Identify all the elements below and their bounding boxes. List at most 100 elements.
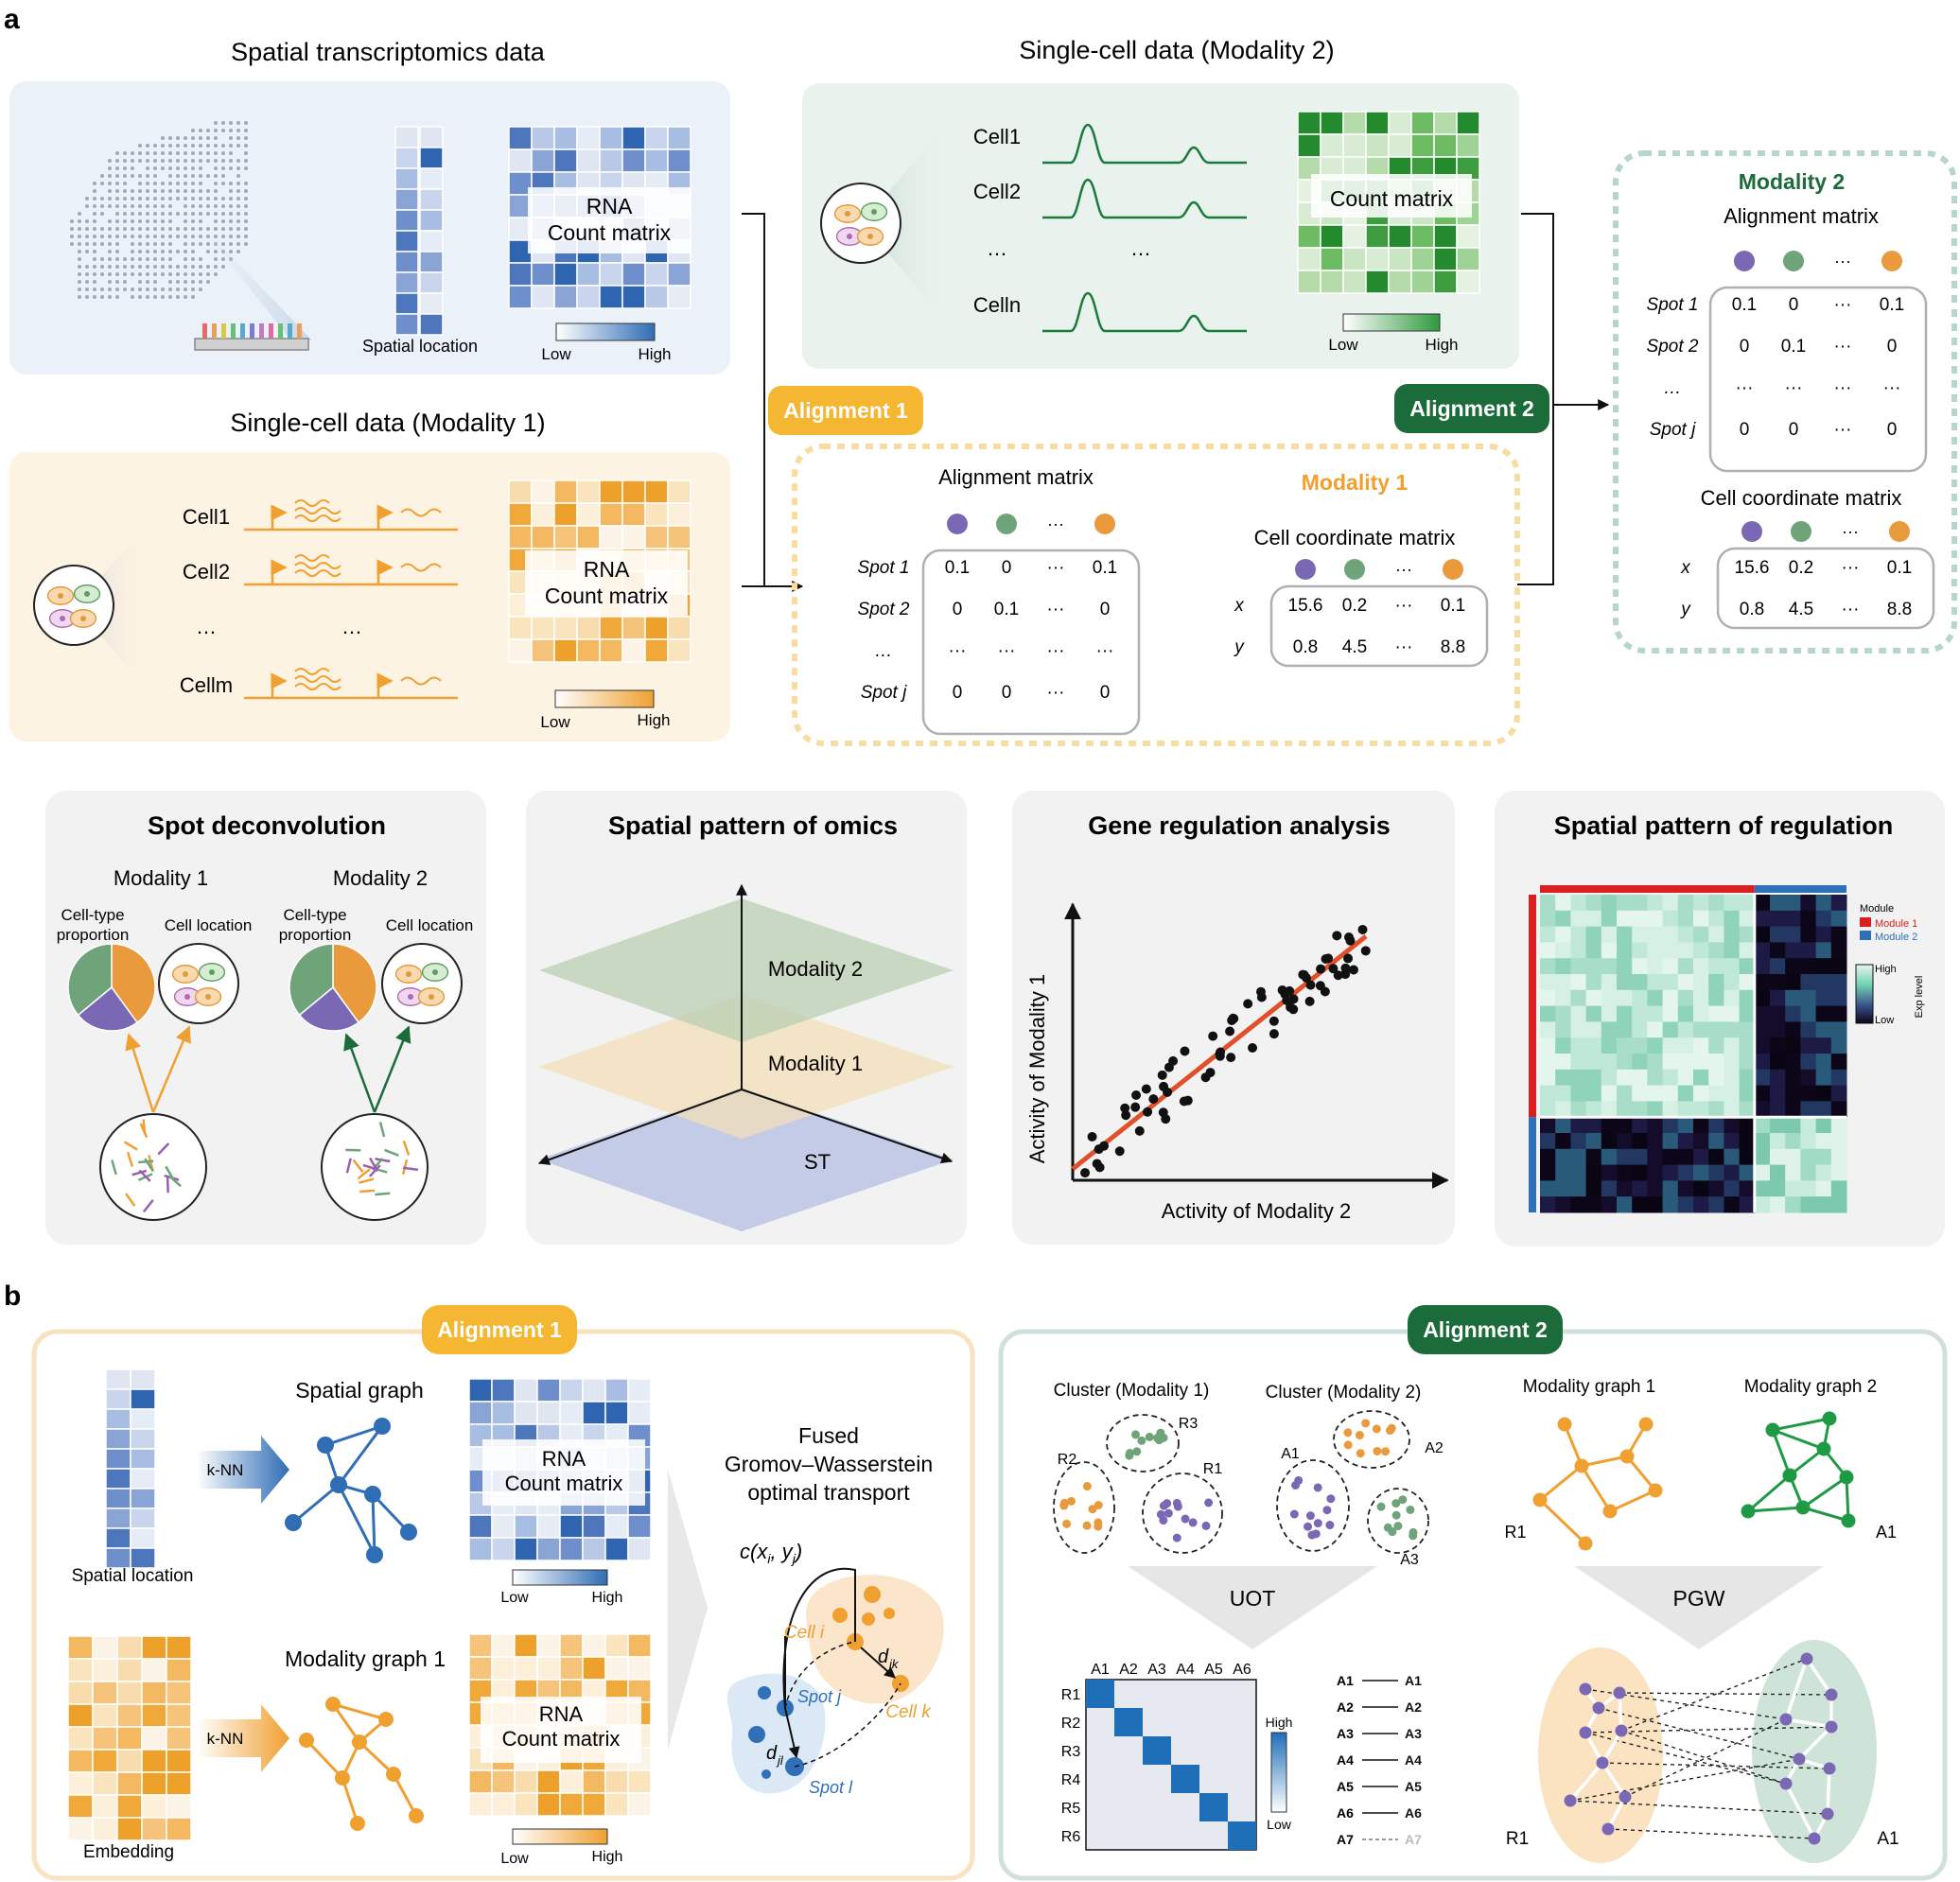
cluster-point (1201, 1521, 1211, 1530)
b-sc-colorbar (512, 1828, 608, 1845)
spot-read (359, 1189, 376, 1194)
tss-arrow (271, 559, 288, 584)
uot-diag-cell (1143, 1736, 1171, 1765)
tissue-spot (191, 129, 195, 132)
scatter-point (1080, 1168, 1091, 1178)
tissue-spot (168, 189, 172, 193)
sc2-matrix-label-bg (1311, 174, 1472, 218)
tissue-spot (100, 227, 104, 231)
uot-row-label: R6 (1061, 1829, 1081, 1845)
graph-node (317, 1437, 334, 1454)
heatmap-cell (1555, 910, 1571, 928)
b-st-low: Low (500, 1590, 529, 1606)
st-matrix-cell (599, 285, 623, 309)
heatmap-cell (1585, 1101, 1602, 1118)
b-st-matrix-cell (514, 1378, 538, 1403)
tissue-spot (176, 136, 180, 140)
heatmap-cell (1677, 1085, 1694, 1102)
scatter-point (1248, 1042, 1258, 1053)
b-fgw-2: Gromov–Wasserstein (725, 1452, 933, 1476)
heatmap-cell (1601, 1164, 1618, 1181)
b-st-matrix-cell (604, 1537, 629, 1561)
heatmap-cell (1830, 910, 1847, 928)
b-embedding-cell (67, 1794, 94, 1819)
heatmap-cell (1617, 910, 1633, 928)
spot-read (138, 1169, 151, 1182)
tissue-spot (199, 242, 202, 246)
b-sc-matrix-cell (536, 1656, 561, 1681)
tissue-spot (168, 257, 172, 261)
spot-deconv-prop2-b: proportion (279, 926, 352, 944)
heatmap-cell (1601, 895, 1618, 912)
tissue-spot (229, 219, 233, 223)
coord-axis: x (1680, 558, 1691, 578)
tissue-spot (78, 235, 81, 238)
spot-read (142, 1199, 154, 1213)
heatmap-cell (1739, 1164, 1756, 1181)
st-matrix-cell (667, 126, 691, 150)
tissue-spot (161, 227, 165, 231)
tissue-spot (236, 212, 240, 216)
cluster-point (1391, 1499, 1401, 1508)
tissue-spot (161, 265, 165, 269)
tissue-spot (93, 265, 96, 269)
b-fgw-1: Fused (798, 1423, 859, 1448)
heatmap-cell (1708, 1117, 1724, 1134)
dot-ellipsis: ··· (1842, 522, 1859, 541)
b-st-matrix-cell (536, 1537, 561, 1561)
tissue-spot (93, 272, 96, 276)
heatmap-cell (1693, 1101, 1709, 1118)
tissue-spot (100, 174, 104, 178)
tissue-spot (131, 197, 134, 200)
tissue-spot (244, 159, 248, 163)
tissue-spot (123, 166, 127, 170)
coord-frame (1716, 547, 1935, 630)
coord-value: 0.2 (1342, 596, 1367, 616)
st-matrix-cell (531, 126, 555, 150)
spot-label: Spot 1 (858, 558, 910, 578)
loc-cell (105, 1468, 131, 1490)
tissue-spot (146, 151, 149, 155)
sc2-matrix-cell (1365, 111, 1390, 135)
coord-value: 4.5 (1342, 637, 1367, 657)
heatmap-cell (1724, 1005, 1741, 1022)
tissue-spot (191, 288, 195, 291)
b-sc-matrix-cell (559, 1792, 584, 1817)
graph-node (330, 1476, 347, 1493)
tissue-spot (199, 288, 202, 291)
spatial-reg-title: Spatial pattern of regulation (1554, 811, 1894, 840)
barcode-bar (269, 323, 273, 339)
sc2-matrix-cell (1342, 133, 1367, 158)
dot-ellipsis: ··· (1834, 252, 1851, 270)
spot-deconv-prop1-b: proportion (57, 926, 130, 944)
heatmap-cell (1555, 1101, 1571, 1118)
scatter-point (1304, 996, 1315, 1006)
matrix-value: 0 (1740, 337, 1750, 357)
tissue-spot (146, 144, 149, 148)
heatmap-cell (1770, 926, 1786, 943)
b-embedding-cell (67, 1681, 94, 1705)
cell-nucleus (432, 969, 438, 975)
b-embedding-cell (67, 1658, 94, 1682)
tissue-spot (191, 212, 195, 216)
sc1-matrix-cell (508, 502, 533, 527)
b-st-matrix-cell (514, 1514, 538, 1539)
b-sc-matrix-cell (582, 1656, 606, 1681)
heatmap-cell (1662, 1180, 1679, 1197)
cell-point (832, 1608, 848, 1623)
heatmap-cell (1708, 1148, 1724, 1166)
spatial-transcriptomics-section: Spatial transcriptomics data Spatial loc… (9, 38, 730, 375)
b-uot-high: High (1266, 1715, 1293, 1730)
graph-node (1532, 1492, 1548, 1507)
heatmap-cell (1617, 1101, 1633, 1118)
pgw-edge (1618, 1692, 1623, 1732)
b-st-matrix-cell (604, 1401, 629, 1425)
tissue-spot (78, 219, 81, 223)
tissue-spot (138, 227, 142, 231)
heatmap-cell (1724, 974, 1741, 991)
sc2-matrix-cell (1297, 111, 1321, 135)
b-st-high: High (592, 1590, 623, 1606)
scatter-point (1225, 1026, 1235, 1037)
heatmap-cell (1800, 974, 1817, 991)
